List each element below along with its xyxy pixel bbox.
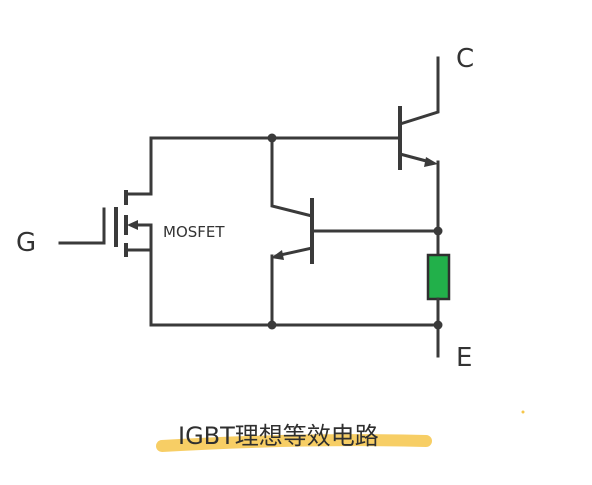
pnp-emitter-lead	[398, 152, 432, 164]
junction-top	[267, 133, 277, 143]
junction-bottom	[267, 320, 277, 330]
npn-emitter-arrow	[271, 250, 284, 260]
bottom-wire	[149, 250, 440, 327]
junction-emitter	[433, 320, 443, 330]
mosfet-label: MOSFET	[163, 223, 225, 241]
top-wire	[149, 136, 402, 195]
gate-lead	[58, 207, 106, 245]
resistor	[426, 253, 451, 301]
decorative-dot	[521, 410, 525, 414]
terminal-gate-label: G	[16, 228, 36, 258]
mosfet-body-arrow	[127, 220, 138, 230]
junction-base	[433, 226, 443, 236]
diagram-caption: IGBT理想等效电路	[178, 422, 379, 450]
pnp-collector-lead	[398, 56, 440, 126]
terminal-emitter-label: E	[456, 343, 472, 373]
pnp-emitter-arrow	[424, 157, 438, 167]
caption-highlight	[156, 434, 432, 452]
npn-collector-lead	[270, 136, 314, 218]
terminal-collector-label: C	[456, 44, 474, 74]
